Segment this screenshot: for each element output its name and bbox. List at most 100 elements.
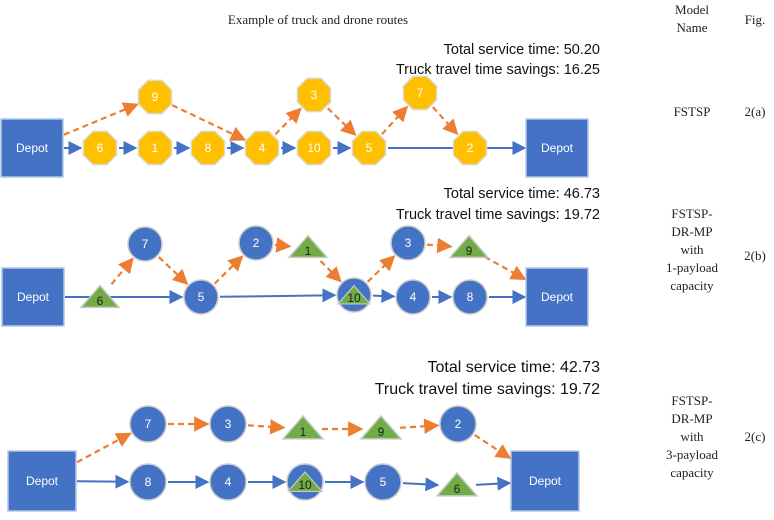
row-b-node-label-n8: 8 [467,290,474,304]
row-a-node-n1: 1 [137,130,173,166]
svg-text:DR-MP: DR-MP [671,411,712,426]
row-a-drone-edge-n9-n4 [171,104,247,141]
fig-header: Fig. [745,12,766,27]
row-b-drone-edge-n7-n5 [158,256,189,285]
row-c-total-service-time: Total service time: 42.73 [427,359,600,376]
row-a-node-n4: 4 [244,130,280,166]
row-c-node-label-d0: Depot [26,474,59,488]
row-b-node-label-n5: 5 [198,290,205,304]
row-b-node-label-n6: 6 [97,294,104,308]
svg-text:capacity: capacity [670,465,714,480]
row-a-node-n9: 9 [137,79,173,115]
circle-shape [238,225,274,261]
depot-box [525,118,589,178]
row-b-drone-edge-n2-n1 [274,237,292,253]
row-c-node-n10: 10 [286,463,324,501]
octagon-shape [244,130,280,166]
row-a-node-n3: 3 [296,77,332,113]
triangle-shape [79,284,121,309]
row-b-drone-edge-n10-n3 [366,255,396,283]
row-c-node-n3: 3 [209,405,247,443]
svg-text:FSTSP: FSTSP [674,104,711,119]
row-b-node-label-n1: 1 [305,244,312,258]
octagon-shape [296,130,332,166]
row-b-node-label-n7: 7 [142,237,149,251]
svg-text:capacity: capacity [670,278,714,293]
row-b-node-n6: 6 [79,284,121,309]
row-c-model-name: FSTSP- DR-MP with 3-payload capacity [666,393,718,480]
row-a-node-n7: 7 [402,75,438,111]
row-c-node-label-n7: 7 [145,417,152,431]
circle-shape [127,226,163,262]
row-b-node-n3: 3 [390,225,426,261]
row-c-drone-edge-n3-n1 [247,419,286,435]
triangle-shape [448,234,490,259]
row-a-node-label-n1: 1 [152,141,159,155]
circle-shape [452,279,488,315]
row-c-node-n5: 5 [364,463,402,501]
row-c-node-n9: 9 [359,414,403,440]
row-b-node-n9: 9 [448,234,490,259]
row-a-drone-edge-n7-n2 [431,106,459,136]
circle-shape [129,405,167,443]
row-a-node-label-n4: 4 [259,141,266,155]
model-name-header-line-2: Name [676,20,707,35]
row-a-node-label-n8: 8 [205,141,212,155]
circle-shape [183,279,219,315]
row-a-total-service-time: Total service time: 50.20 [444,42,600,58]
row-a-node-label-n7: 7 [417,86,424,100]
octagon-shape [82,130,118,166]
octagon-shape [452,130,488,166]
row-b-model-name: FSTSP- DR-MP with 1-payload capacity [666,206,718,293]
row-c-node-label-n2: 2 [455,417,462,431]
svg-text:FSTSP-: FSTSP- [671,206,712,221]
row-c-node-label-n8: 8 [145,475,152,489]
depot-box [525,267,589,327]
row-c-node-n6: 6 [435,471,479,497]
row-c-node-label-n1: 1 [300,425,307,439]
depot-box [7,450,77,512]
row-b-node-label-d0: Depot [17,290,50,304]
row-c-drone-edge-n2-d1 [474,434,512,460]
circle-shape [439,405,477,443]
row-b-total-service-time: Total service time: 46.73 [444,186,600,202]
row-a-node-d1: Depot [525,118,589,178]
row-b-fig: 2(b) [744,248,766,263]
row-a-node-n6: 6 [82,130,118,166]
row-c-node-label-n5: 5 [380,475,387,489]
model-name-header-line-1: Model [675,2,709,17]
route-edges [63,102,527,492]
row-c-node-label-n10: 10 [298,478,312,492]
row-b-truck-edge-n5-n10 [219,288,337,303]
row-a-node-label-d1: Depot [541,141,574,155]
triangle-shape [359,414,403,440]
row-b-node-n7: 7 [127,226,163,262]
row-b-node-label-n3: 3 [405,236,412,250]
row-a-node-label-n6: 6 [97,141,104,155]
octagon-shape [137,130,173,166]
row-b-node-label-n10: 10 [347,291,361,305]
row-a-drone-edge-n4-n3 [274,107,302,136]
row-b-node-n5: 5 [183,279,219,315]
row-b-node-d0: Depot [1,267,65,327]
row-a-node-label-n5: 5 [366,141,373,155]
row-b-drone-edge-n6-n7 [110,257,134,285]
svg-text:with: with [680,242,704,257]
row-b-node-d1: Depot [525,267,589,327]
row-c-node-label-n4: 4 [225,475,232,489]
svg-text:with: with [680,429,704,444]
triangle-shape [281,414,325,440]
row-a-node-n8: 8 [190,130,226,166]
row-c-node-label-d1: Depot [529,474,562,488]
circle-shape [129,463,167,501]
row-a-node-label-n10: 10 [307,141,321,155]
row-b-node-n1: 1 [287,234,329,259]
row-a-node-label-n9: 9 [152,90,159,104]
row-b-truck-edge-n10-n4 [372,288,396,303]
row-c-node-n2: 2 [439,405,477,443]
octagon-shape [402,75,438,111]
row-a-node-label-n2: 2 [467,141,474,155]
row-a-node-n2: 2 [452,130,488,166]
row-c-node-n4: 4 [209,463,247,501]
